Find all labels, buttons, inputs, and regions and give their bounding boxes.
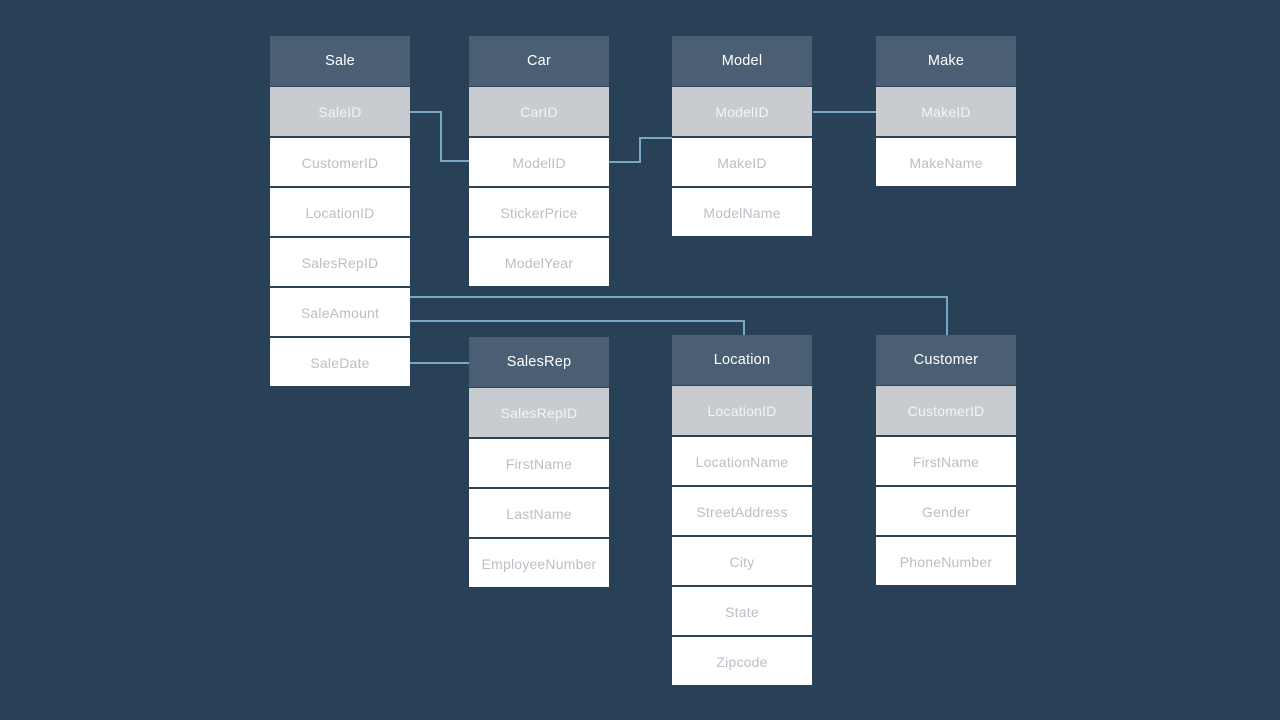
relationship-connector [639, 137, 674, 139]
primary-key-field[interactable]: CarID [469, 86, 609, 136]
entity-table-title: Sale [270, 36, 410, 86]
primary-key-field[interactable]: CustomerID [876, 385, 1016, 435]
entity-field[interactable]: StreetAddress [672, 485, 812, 535]
entity-field[interactable]: Zipcode [672, 635, 812, 685]
relationship-connector [609, 161, 641, 163]
entity-field[interactable]: EmployeeNumber [469, 537, 609, 587]
entity-field[interactable]: LocationID [270, 186, 410, 236]
entity-table-title: Make [876, 36, 1016, 86]
relationship-connector [410, 111, 442, 113]
relationship-connector [410, 320, 745, 322]
entity-field[interactable]: LastName [469, 487, 609, 537]
relationship-connector [440, 111, 442, 162]
entity-table-title: Customer [876, 335, 1016, 385]
entity-field[interactable]: ModelID [469, 136, 609, 186]
entity-field[interactable]: PhoneNumber [876, 535, 1016, 585]
relationship-connector [813, 111, 878, 113]
entity-field[interactable]: SalesRepID [270, 236, 410, 286]
relationship-connector [410, 362, 472, 364]
entity-field[interactable]: ModelYear [469, 236, 609, 286]
entity-field[interactable]: Gender [876, 485, 1016, 535]
entity-table-title: Car [469, 36, 609, 86]
entity-field[interactable]: CustomerID [270, 136, 410, 186]
relationship-connector [440, 160, 471, 162]
entity-field[interactable]: FirstName [469, 437, 609, 487]
entity-field[interactable]: State [672, 585, 812, 635]
entity-field[interactable]: MakeID [672, 136, 812, 186]
primary-key-field[interactable]: LocationID [672, 385, 812, 435]
entity-field[interactable]: SaleAmount [270, 286, 410, 336]
primary-key-field[interactable]: MakeID [876, 86, 1016, 136]
primary-key-field[interactable]: SaleID [270, 86, 410, 136]
primary-key-field[interactable]: ModelID [672, 86, 812, 136]
relationship-connector [743, 320, 745, 337]
entity-field[interactable]: LocationName [672, 435, 812, 485]
relationship-connector [410, 296, 948, 298]
relationship-connector [639, 137, 641, 163]
entity-field[interactable]: SaleDate [270, 336, 410, 386]
entity-field[interactable]: City [672, 535, 812, 585]
entity-table-title: SalesRep [469, 337, 609, 387]
entity-table-title: Model [672, 36, 812, 86]
entity-table-title: Location [672, 335, 812, 385]
relationship-connector [946, 296, 948, 338]
primary-key-field[interactable]: SalesRepID [469, 387, 609, 437]
entity-field[interactable]: MakeName [876, 136, 1016, 186]
entity-field[interactable]: ModelName [672, 186, 812, 236]
entity-field[interactable]: StickerPrice [469, 186, 609, 236]
entity-field[interactable]: FirstName [876, 435, 1016, 485]
